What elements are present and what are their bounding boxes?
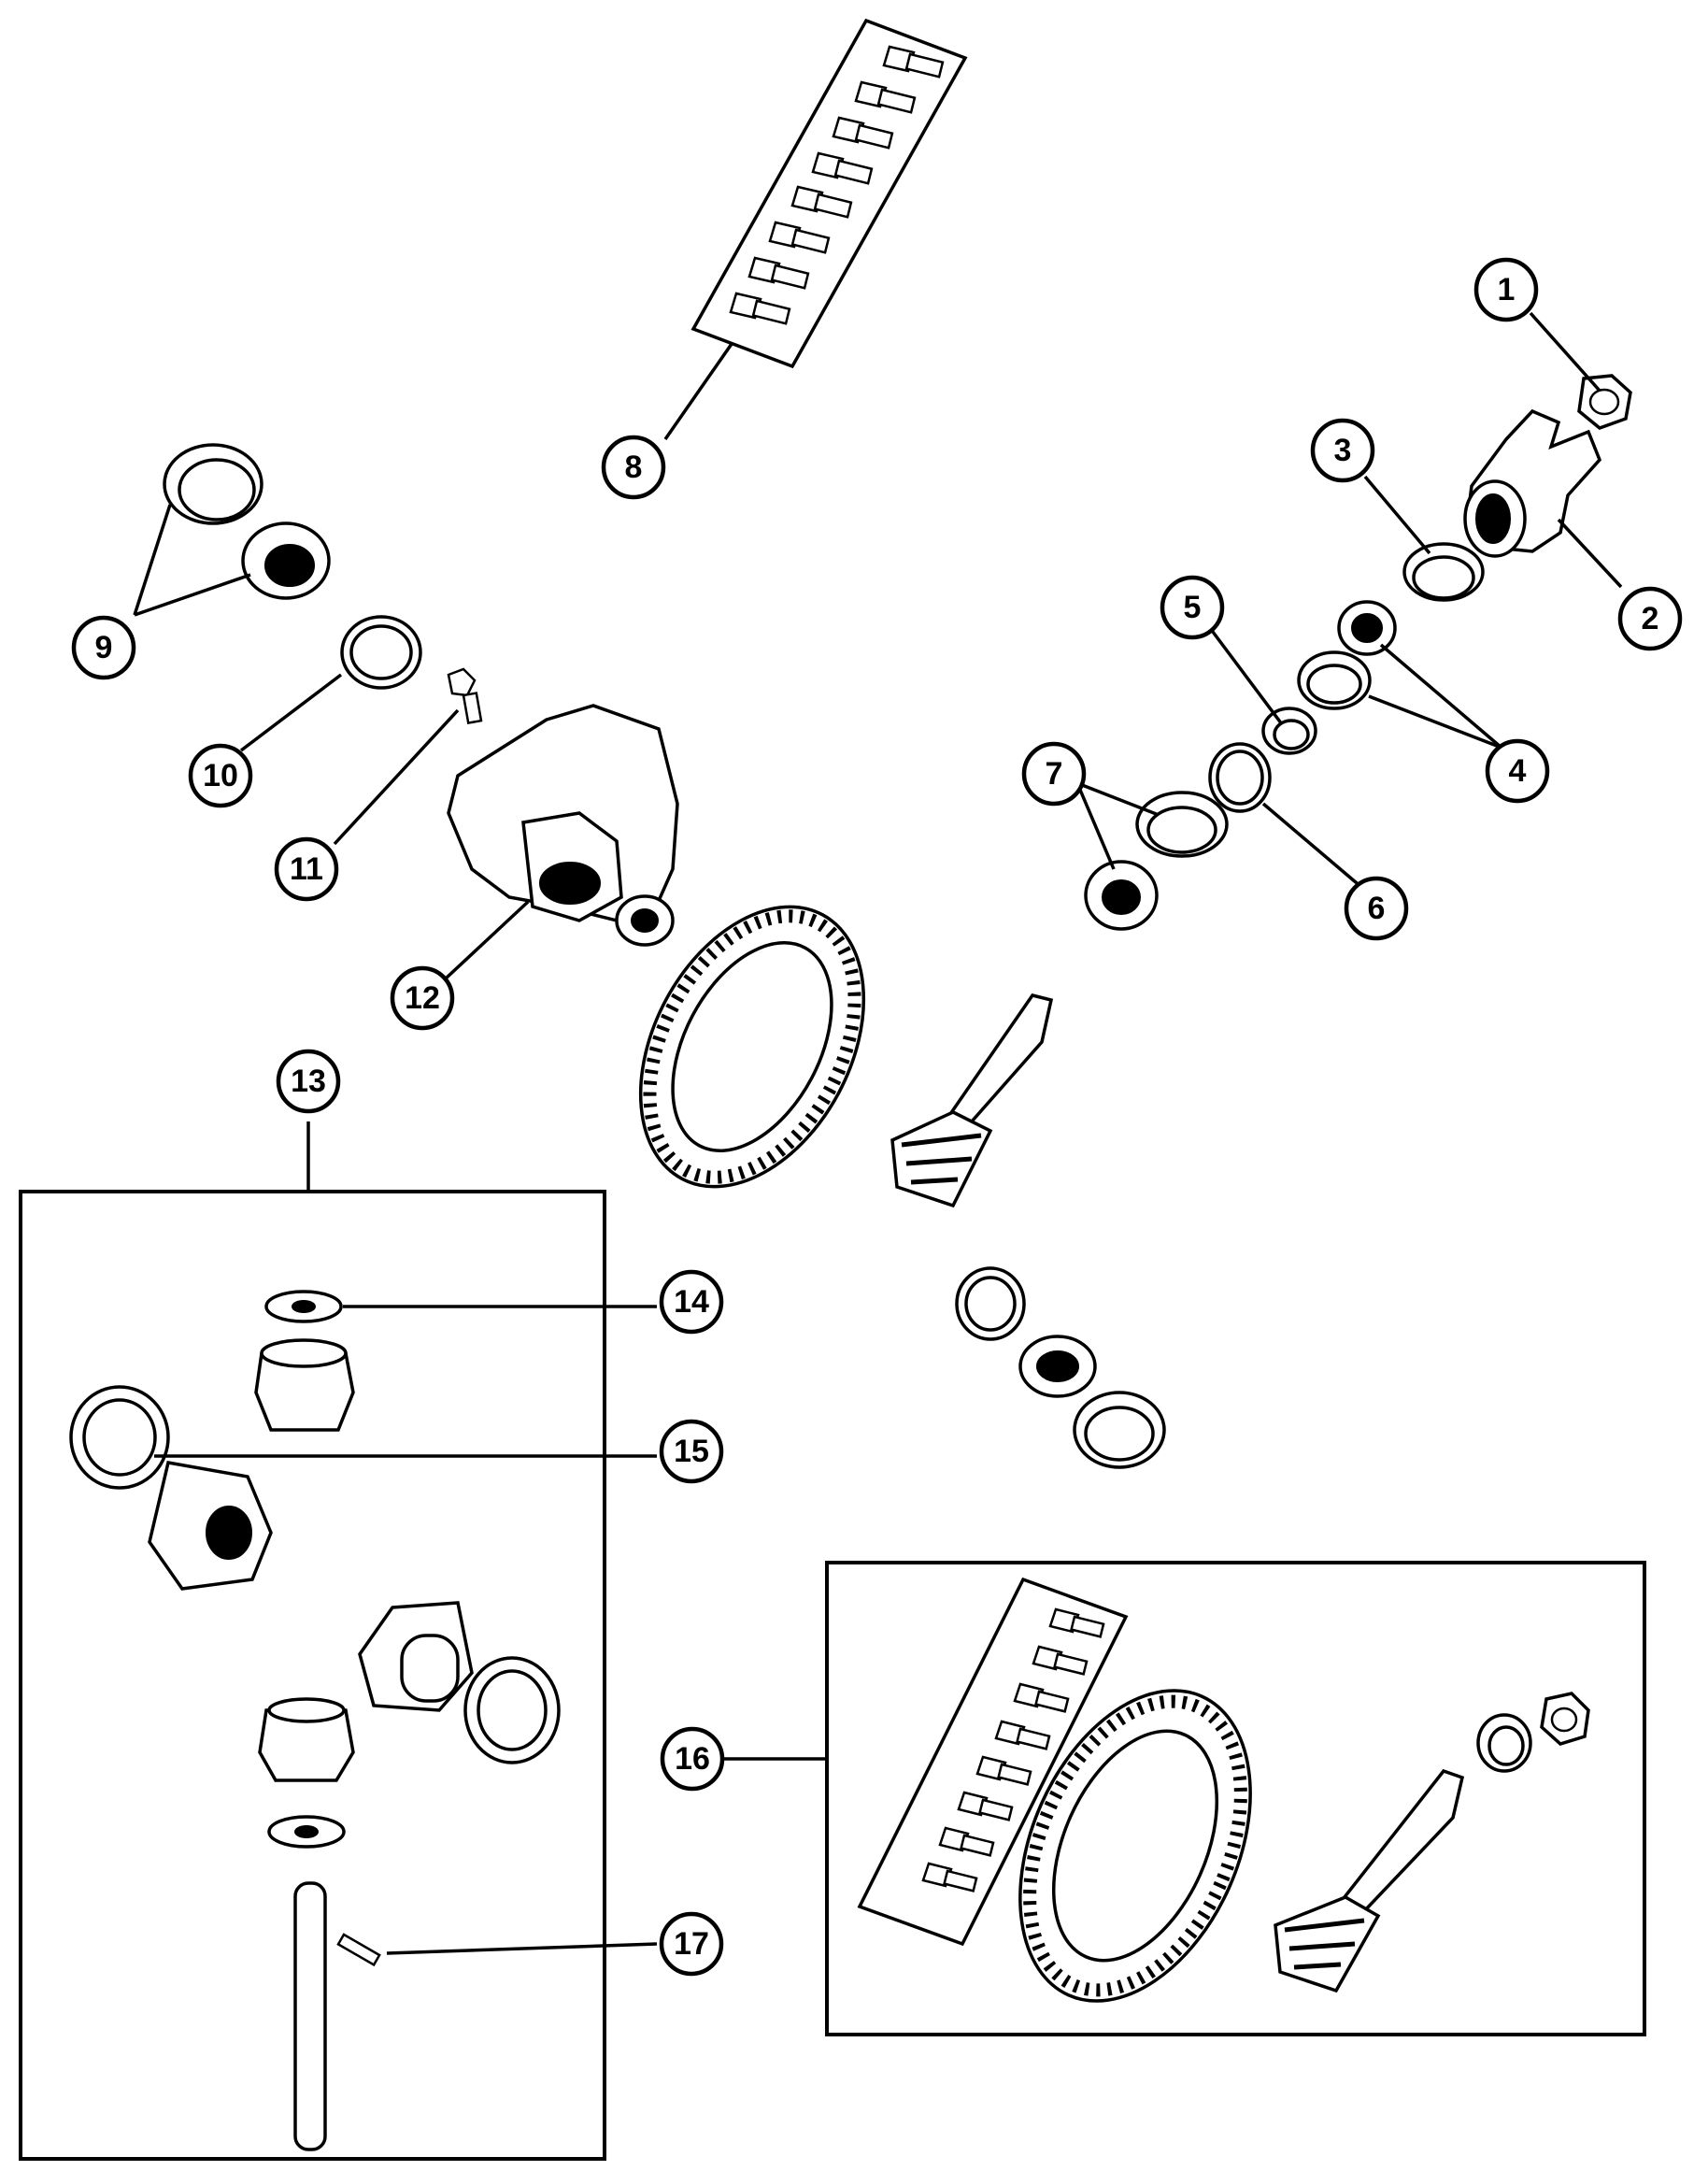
kit-pinion-nut [1540, 1692, 1590, 1746]
side-gear-thrust-washer-right [463, 1656, 561, 1764]
svg-text:1: 1 [1498, 272, 1516, 307]
kit-ring-gear [1018, 1689, 1252, 2003]
svg-text:6: 6 [1368, 891, 1386, 926]
differential-side-bearing [163, 443, 331, 600]
ring-pinion-kit-frame [825, 1561, 1646, 2036]
thrust-washer-top [264, 1290, 343, 1323]
svg-text:10: 10 [203, 758, 238, 793]
collapsible-spacer [1261, 707, 1317, 755]
svg-text:9: 9 [95, 630, 113, 665]
leader-lines [133, 311, 1623, 1955]
callout-15: 15 [659, 1419, 724, 1484]
callout-8: 8 [601, 435, 666, 500]
callout-4: 4 [1485, 738, 1550, 804]
callout-9: 9 [71, 615, 136, 680]
callout-14: 14 [659, 1269, 724, 1335]
pinion-shaft [293, 1881, 327, 2151]
svg-text:8: 8 [625, 450, 643, 485]
pinion-nut [1577, 374, 1632, 430]
svg-text:5: 5 [1184, 590, 1202, 625]
callout-16: 16 [660, 1726, 725, 1792]
drive-pinion [890, 993, 1054, 1208]
callout-2: 2 [1617, 586, 1683, 651]
lock-bolt [447, 667, 483, 724]
roll-pin [336, 1933, 381, 1967]
side-gear-thrust-washer [69, 1385, 170, 1490]
kit-drive-pinion [1274, 1768, 1465, 1993]
callout-1: 1 [1473, 257, 1539, 322]
svg-text:13: 13 [291, 1064, 326, 1099]
pinion-mate-gear-bottom [258, 1697, 355, 1782]
svg-text:3: 3 [1334, 433, 1352, 468]
pinion-bearing-rear [1084, 791, 1229, 931]
svg-text:17: 17 [674, 1926, 709, 1962]
thrust-washer-bottom [267, 1815, 346, 1849]
svg-text:11: 11 [290, 851, 323, 887]
callout-5: 5 [1160, 575, 1225, 640]
svg-text:7: 7 [1046, 756, 1063, 792]
svg-text:4: 4 [1509, 753, 1527, 789]
callout-11: 11 [274, 836, 339, 902]
callout-17: 17 [659, 1911, 724, 1977]
pinion-bearing-set [955, 1266, 1166, 1469]
ring-gear [638, 905, 866, 1189]
differential-case [447, 704, 679, 947]
callout-3: 3 [1310, 418, 1375, 483]
svg-text:2: 2 [1642, 601, 1659, 636]
svg-text:14: 14 [674, 1284, 709, 1320]
svg-text:12: 12 [405, 980, 440, 1016]
callout-7: 7 [1021, 741, 1087, 807]
pinion-depth-shim [1208, 742, 1272, 813]
side-bearing-shim [340, 615, 422, 690]
pinion-bearing-inner [1297, 600, 1397, 710]
differential-gear-kit-frame [19, 1190, 606, 2161]
side-gear-left [148, 1460, 273, 1591]
callout-6: 6 [1344, 876, 1409, 941]
svg-text:15: 15 [674, 1434, 709, 1469]
bolt [729, 45, 945, 325]
kit-pinion-spacer [1476, 1713, 1532, 1773]
side-gear-right [358, 1601, 474, 1712]
ring-gear-bolt-set [690, 18, 968, 369]
pinion-bearing-cup-outer [1402, 542, 1485, 602]
pinion-yoke [1463, 408, 1602, 558]
kit-bolt-set [857, 1577, 1129, 1947]
callout-12: 12 [390, 965, 455, 1031]
svg-text:16: 16 [675, 1741, 710, 1777]
pinion-mate-gear-top [254, 1338, 355, 1432]
callout-10: 10 [188, 743, 253, 808]
callout-13: 13 [276, 1049, 341, 1114]
